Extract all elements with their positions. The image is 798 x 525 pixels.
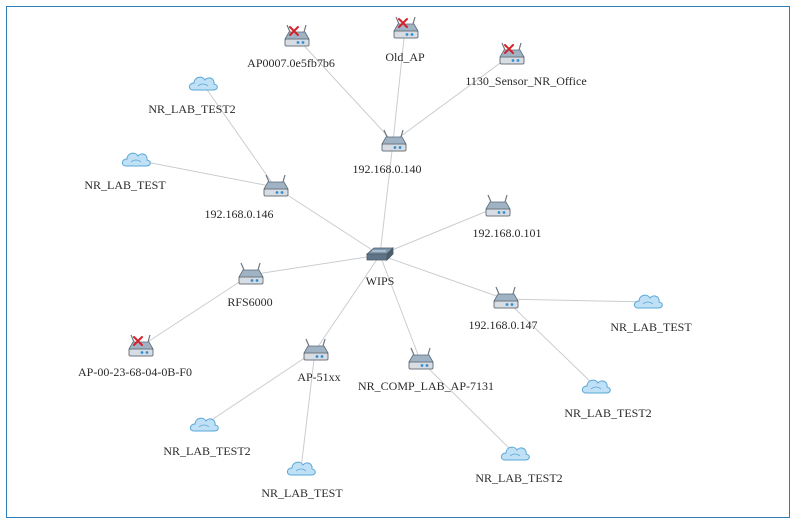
node-label: 192.168.0.101 [473,226,542,240]
topology-panel: WIPS 192.168.0.140 192.168.0.146 192.168.0.… [6,6,790,518]
node-label: 1130_Sensor_NR_Office [465,74,586,88]
node-ap002368[interactable]: AP-00-23-68-04-0B-F0 [78,334,192,379]
node-label: 192.168.0.147 [469,318,538,332]
edge-ap51-ltc [300,350,316,470]
edge-n146-lta [135,159,276,188]
access-point-icon [238,262,264,285]
access-point-icon [485,194,511,217]
node-label: WIPS [366,274,395,288]
node-ap51[interactable]: AP-51xx [297,338,341,384]
node-lt2d[interactable]: NR_LAB_TEST2 [475,446,563,485]
node-lt2b[interactable]: NR_LAB_TEST2 [564,379,652,420]
wireless-network-icon [581,379,611,394]
node-label: NR_LAB_TEST2 [475,471,562,485]
offline-access-point-icon [128,334,154,357]
node-label: AP0007.0e5fb7b6 [247,56,335,70]
node-oldap[interactable]: Old_AP [385,16,425,64]
access-point-icon [381,129,407,152]
edge-n146-lt2a [202,83,276,188]
node-label: NR_LAB_TEST2 [148,102,235,116]
edge-wips-n140 [379,141,394,256]
wireless-network-icon [633,294,663,309]
node-label: NR_COMP_LAB_AP-7131 [358,379,494,393]
node-label: 192.168.0.146 [205,207,274,221]
node-label: NR_LAB_TEST [84,178,166,192]
edge-rfs-ap002368 [139,274,251,348]
node-label: Old_AP [385,50,425,64]
node-sensor[interactable]: 1130_Sensor_NR_Office [465,42,587,88]
node-label: AP-00-23-68-04-0B-F0 [78,365,192,379]
switch-icon [365,247,394,261]
edge-wips-ap51 [314,254,381,352]
node-comp[interactable]: NR_COMP_LAB_AP-7131 [358,347,494,393]
node-layer: WIPS 192.168.0.140 192.168.0.146 192.168.0.… [78,16,692,500]
edge-n140-ap0007 [295,36,394,143]
edge-ap51-lt2c [203,350,316,426]
node-n146[interactable]: 192.168.0.146 [205,174,289,221]
node-ltb[interactable]: NR_LAB_TEST [610,294,692,334]
access-point-icon [263,174,289,197]
edge-wips-n146 [274,186,381,256]
wireless-network-icon [121,152,151,167]
node-lta[interactable]: NR_LAB_TEST [84,152,166,192]
node-label: NR_LAB_TEST [261,486,343,500]
node-label: RFS6000 [227,295,272,309]
access-point-icon [408,347,434,370]
offline-access-point-icon [393,16,419,39]
wireless-network-icon [189,417,219,432]
node-label: AP-51xx [297,370,340,384]
node-ap0007[interactable]: AP0007.0e5fb7b6 [247,24,335,70]
edge-comp-lt2d [419,359,516,455]
node-n101[interactable]: 192.168.0.101 [473,194,542,240]
edge-wips-rfs [249,254,381,276]
node-ltc[interactable]: NR_LAB_TEST [261,461,343,500]
access-point-icon [303,338,329,361]
wireless-network-icon [500,446,530,461]
access-point-icon [493,286,519,309]
edge-n140-sensor [392,54,512,143]
node-n140[interactable]: 192.168.0.140 [353,129,422,176]
node-lt2c[interactable]: NR_LAB_TEST2 [163,417,251,458]
node-rfs[interactable]: RFS6000 [227,262,273,309]
edge-wips-comp [379,254,421,361]
edge-wips-n147 [379,254,506,300]
node-label: 192.168.0.140 [353,162,422,176]
node-wips[interactable]: WIPS [365,247,395,288]
wireless-network-icon [188,76,218,91]
node-n147[interactable]: 192.168.0.147 [469,286,538,332]
node-label: NR_LAB_TEST2 [564,406,651,420]
edge-n140-oldap [392,28,406,143]
node-label: NR_LAB_TEST [610,320,692,334]
offline-access-point-icon [284,24,310,47]
edge-n147-ltb [504,298,649,303]
node-label: NR_LAB_TEST2 [163,444,250,458]
offline-access-point-icon [499,42,525,65]
edge-layer [135,28,649,470]
edge-n147-lt2b [504,298,597,388]
node-lt2a[interactable]: NR_LAB_TEST2 [148,76,236,116]
network-topology-diagram: WIPS 192.168.0.140 192.168.0.146 192.168.0.… [78,16,692,500]
wireless-network-icon [286,461,316,476]
edge-wips-n101 [379,206,498,256]
